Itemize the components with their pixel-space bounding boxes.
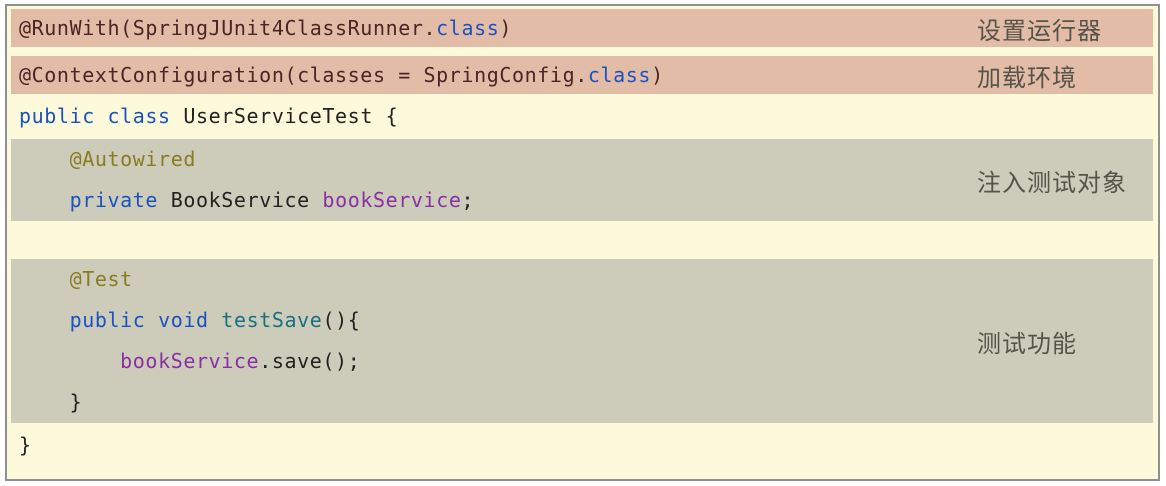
code-row: @Test public void testSave(){ bookServic… — [11, 259, 1153, 423]
annotation-label: 注入测试对象 — [977, 169, 1127, 197]
code-token: ; — [461, 188, 475, 212]
annotation-label — [977, 94, 1153, 139]
code-token: BookService — [158, 188, 323, 212]
code-line: public class UserServiceTest { — [19, 94, 977, 139]
code-line: private BookService bookService; — [19, 180, 977, 221]
code-line: @RunWith(SpringJUnit4ClassRunner.class) — [19, 9, 977, 47]
code-token: @Test — [19, 267, 133, 291]
code-row: } — [11, 423, 1153, 468]
code-line: bookService.save(); — [19, 341, 977, 382]
code-token: @ContextConfiguration(classes = SpringCo… — [19, 63, 588, 87]
code-line: } — [19, 423, 977, 468]
code-row: public class UserServiceTest { — [11, 94, 1153, 139]
row-spacer — [11, 221, 1153, 259]
code-row: @RunWith(SpringJUnit4ClassRunner.class)设… — [11, 9, 1153, 47]
annotation-label: 测试功能 — [977, 330, 1077, 358]
code-token — [19, 188, 70, 212]
code-token: class — [587, 63, 652, 87]
code-token: testSave — [221, 308, 323, 332]
code-column: @Test public void testSave(){ bookServic… — [11, 259, 977, 423]
code-line: public void testSave(){ — [19, 300, 977, 341]
annotation-label — [977, 423, 1153, 468]
code-token: (){ — [322, 308, 361, 332]
code-token: bookService — [322, 188, 462, 212]
code-token: } — [19, 390, 83, 414]
code-token: ) — [651, 63, 664, 87]
code-line: @ContextConfiguration(classes = SpringCo… — [19, 56, 977, 94]
code-token: @RunWith(SpringJUnit4ClassRunner. — [19, 16, 437, 40]
code-token: ) — [499, 16, 513, 40]
code-line: } — [19, 382, 977, 423]
code-line: @Test — [19, 259, 977, 300]
code-row: @ContextConfiguration(classes = SpringCo… — [11, 56, 1153, 94]
code-token: bookService — [120, 349, 260, 373]
code-column: public class UserServiceTest { — [11, 94, 977, 139]
code-row: @Autowired private BookService bookServi… — [11, 139, 1153, 221]
code-token — [19, 349, 120, 373]
code-token: } — [19, 433, 32, 457]
annotated-code-panel: @RunWith(SpringJUnit4ClassRunner.class)设… — [5, 4, 1160, 481]
code-token: class — [436, 16, 500, 40]
code-token — [19, 308, 70, 332]
code-token: @Autowired — [19, 147, 196, 171]
code-token: UserServiceTest { — [170, 104, 399, 128]
code-token: .save(); — [259, 349, 361, 373]
code-token — [209, 308, 222, 332]
code-token: public class — [19, 104, 171, 128]
code-column: @ContextConfiguration(classes = SpringCo… — [11, 56, 977, 94]
code-token: public void — [69, 308, 209, 332]
code-token: private — [69, 188, 159, 212]
annotation-label: 加载环境 — [977, 64, 1077, 92]
annotation-label: 设置运行器 — [977, 17, 1102, 45]
code-column: @RunWith(SpringJUnit4ClassRunner.class) — [11, 9, 977, 47]
code-line: @Autowired — [19, 139, 977, 180]
code-column: } — [11, 423, 977, 468]
code-column: @Autowired private BookService bookServi… — [11, 139, 977, 221]
